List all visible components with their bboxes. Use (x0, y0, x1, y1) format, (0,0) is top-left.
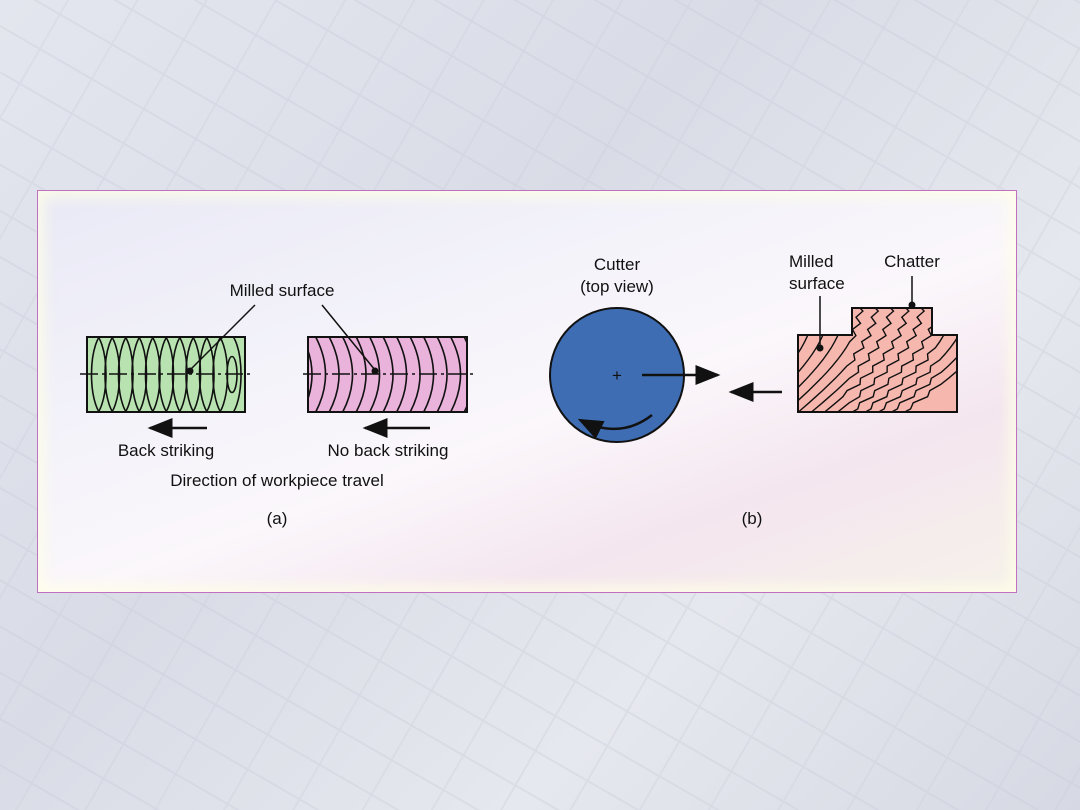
leader-line (321, 304, 376, 371)
direction-label: Direction of workpiece travel (170, 471, 384, 490)
tool-mark (798, 308, 800, 412)
tool-mark (97, 337, 107, 412)
leader-line (189, 304, 256, 371)
leader-dot (186, 367, 194, 375)
tool-mark (807, 308, 895, 412)
tool-mark (833, 308, 926, 412)
tool-mark (885, 308, 957, 412)
tool-mark (341, 337, 354, 412)
rotation-arrow-icon (577, 414, 653, 440)
tool-mark (872, 308, 957, 412)
caption-a: (a) (267, 509, 288, 528)
tool-mark (158, 337, 188, 412)
tool-mark (436, 337, 448, 412)
leader-dot (371, 367, 379, 375)
tool-mark (798, 308, 880, 412)
leader-dot (908, 301, 916, 309)
milled-surface-label-b-line2: surface (789, 274, 845, 293)
milled-surface-label-b: Milled (789, 252, 833, 271)
tool-mark (798, 308, 864, 412)
leader-dot (816, 344, 824, 352)
no-back-striking-label: No back striking (328, 441, 449, 460)
caption-b: (b) (742, 509, 763, 528)
cutter-label: Cutter (594, 255, 641, 274)
milled-surface-label-a: Milled surface (230, 281, 335, 300)
chatter-workpiece (797, 307, 958, 413)
tool-mark (820, 308, 910, 412)
chatter-label: Chatter (884, 252, 940, 271)
cutter-center-plus: + (612, 366, 622, 385)
tool-mark (368, 337, 381, 412)
cutter-label-top-view: (top view) (580, 277, 654, 296)
tool-mark (898, 308, 957, 412)
back-striking-label: Back striking (118, 441, 214, 460)
